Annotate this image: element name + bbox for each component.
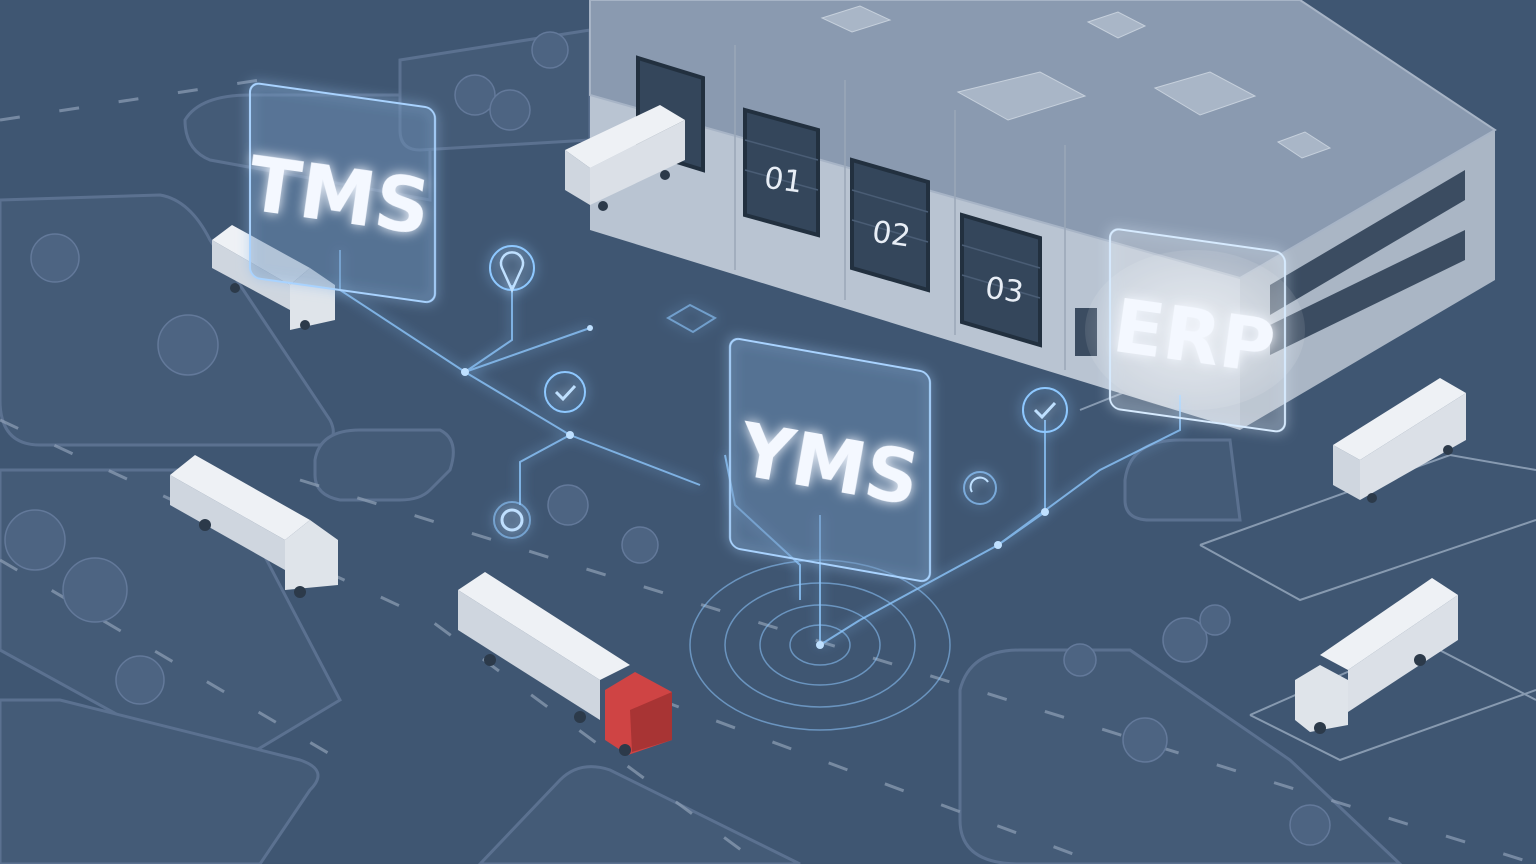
dock-label-02: 02 xyxy=(870,215,913,255)
dock-door-02 xyxy=(850,157,930,293)
truck-right-parked xyxy=(1333,378,1466,503)
dock-box-icon xyxy=(665,303,717,334)
yms-label-panel: YMS xyxy=(729,337,931,583)
dock-label-03: 03 xyxy=(983,271,1026,311)
network-nodes xyxy=(461,325,1049,649)
truck-bottom-right xyxy=(1295,578,1458,734)
erp-label-panel: ERP xyxy=(1085,228,1305,433)
location-pin-icon xyxy=(489,245,535,294)
tms-label-panel: TMS xyxy=(243,82,436,304)
dock-doors xyxy=(636,55,1097,356)
dock-door-01 xyxy=(743,107,820,238)
dock-door-03 xyxy=(960,212,1042,348)
gauge-icon xyxy=(963,471,997,505)
check-circle-icon xyxy=(544,371,586,413)
check-circle-icon xyxy=(1022,387,1068,433)
truck-at-dock xyxy=(565,105,685,211)
truck-mid-left xyxy=(170,455,338,598)
road-markings xyxy=(0,78,1536,864)
ring-icon xyxy=(493,501,531,539)
radar-rings xyxy=(689,559,951,731)
trees xyxy=(4,31,1331,846)
truck-highlighted xyxy=(458,572,672,756)
dock-label-01: 01 xyxy=(762,161,805,201)
